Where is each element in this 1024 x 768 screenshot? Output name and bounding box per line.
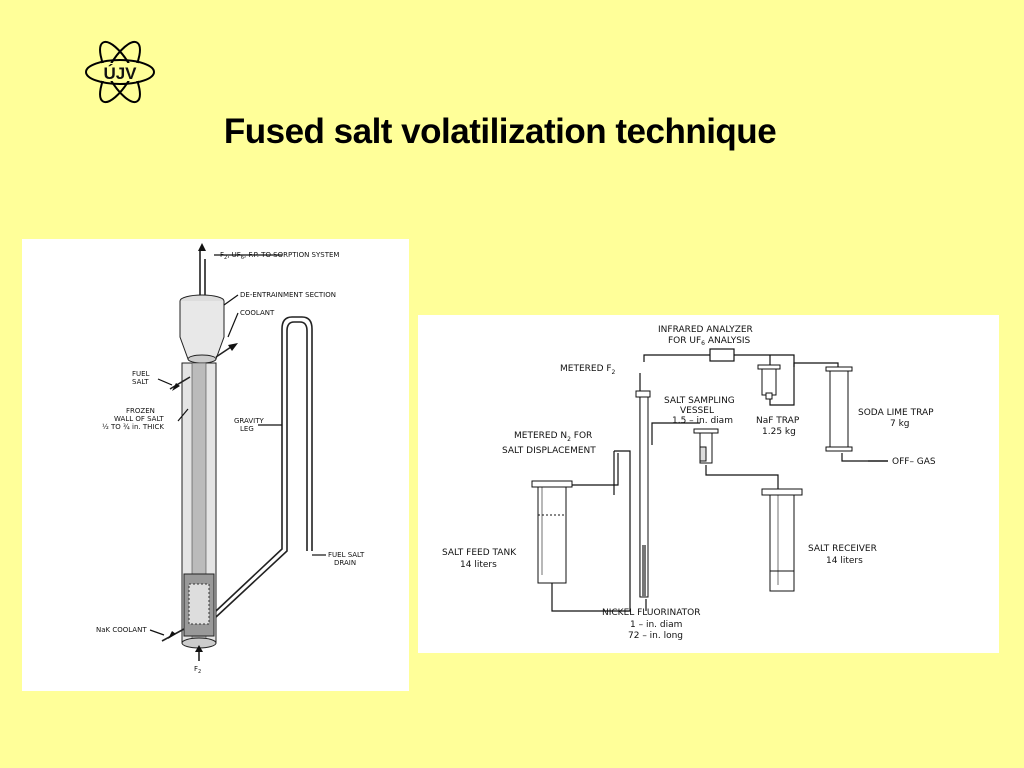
f2-bottom-label: F2 xyxy=(194,665,201,675)
de-entrainment-label: DE-ENTRAINMENT SECTION xyxy=(240,291,336,299)
fuel-salt-label-1: FUEL xyxy=(132,370,150,378)
receiver-label-1: SALT RECEIVER xyxy=(808,544,877,554)
n2-label-2: SALT DISPLACEMENT xyxy=(502,446,596,456)
drain-label-2: DRAIN xyxy=(334,559,356,567)
frozen-wall-label-3: ½ TO ¾ in. THICK xyxy=(102,423,164,431)
fluorinator-tube xyxy=(181,362,217,649)
de-entrainment-section xyxy=(179,294,225,364)
fuel-salt-label-2: SALT xyxy=(132,378,149,386)
nak-inlet xyxy=(161,628,185,642)
frozen-wall-label-1: FROZEN xyxy=(126,407,155,415)
receiver-label-2: 14 liters xyxy=(826,556,863,566)
naf-label-1: NaF TRAP xyxy=(756,416,800,426)
process-piping xyxy=(546,354,888,612)
gravity-leg-label-2: LEG xyxy=(240,425,254,433)
nak-coolant-label: NaK COOLANT xyxy=(96,626,147,634)
soda-lime-trap xyxy=(825,366,853,452)
salt-sampling-vessel xyxy=(693,428,719,464)
nickel-fluorinator xyxy=(635,390,651,598)
ujv-logo: ÚJV xyxy=(85,40,155,104)
process-flowsheet: INFRARED ANALYZER FOR UF6 ANALYSIS METER… xyxy=(418,315,999,653)
salt-feed-tank xyxy=(531,480,573,584)
coolant-inlet xyxy=(215,343,238,358)
slide-title: Fused salt volatilization technique xyxy=(223,112,777,151)
sampling-label-2: VESSEL xyxy=(680,406,714,416)
outlet-label: F2, UF6, F.P. TO SORPTION SYSTEM xyxy=(220,251,339,261)
fluorinator-illustration: F2, UF6, F.P. TO SORPTION SYSTEM DE-ENTR… xyxy=(22,239,409,691)
feed-tank-label-2: 14 liters xyxy=(460,560,497,570)
feed-tank-label-1: SALT FEED TANK xyxy=(442,548,517,558)
n2-label-1: METERED N2 FOR xyxy=(514,431,592,443)
nickel-fluorinator-label-1: NICKEL FLUORINATOR xyxy=(602,608,700,618)
fuel-salt-inlet xyxy=(169,376,191,391)
drain-label-1: FUEL SALT xyxy=(328,551,365,559)
sampling-label-1: SALT SAMPLING xyxy=(664,396,735,406)
coolant-label: COOLANT xyxy=(240,309,275,317)
infrared-analyzer xyxy=(709,348,735,362)
analyzer-label-2: FOR UF6 ANALYSIS xyxy=(668,336,751,347)
naf-trap xyxy=(757,364,781,400)
metered-f2-label: METERED F2 xyxy=(560,364,616,376)
salt-receiver xyxy=(761,488,803,592)
soda-lime-label-1: SODA LIME TRAP xyxy=(858,408,934,418)
nickel-fluorinator-label-2: 1 – in. diam xyxy=(630,620,682,630)
sampling-label-3: 1.5 – in. diam xyxy=(672,416,733,426)
naf-label-2: 1.25 kg xyxy=(762,427,796,437)
logo-text: ÚJV xyxy=(103,64,137,83)
frozen-wall-label-2: WALL OF SALT xyxy=(114,415,164,423)
gravity-leg xyxy=(215,316,313,618)
f2-inlet xyxy=(195,645,203,661)
nickel-fluorinator-label-3: 72 – in. long xyxy=(628,631,683,641)
soda-lime-label-2: 7 kg xyxy=(890,419,910,429)
off-gas-label: OFF– GAS xyxy=(892,457,936,467)
analyzer-label-1: INFRARED ANALYZER xyxy=(658,325,753,335)
outlet-pipe xyxy=(198,243,206,297)
gravity-leg-label-1: GRAVITY xyxy=(234,417,264,425)
